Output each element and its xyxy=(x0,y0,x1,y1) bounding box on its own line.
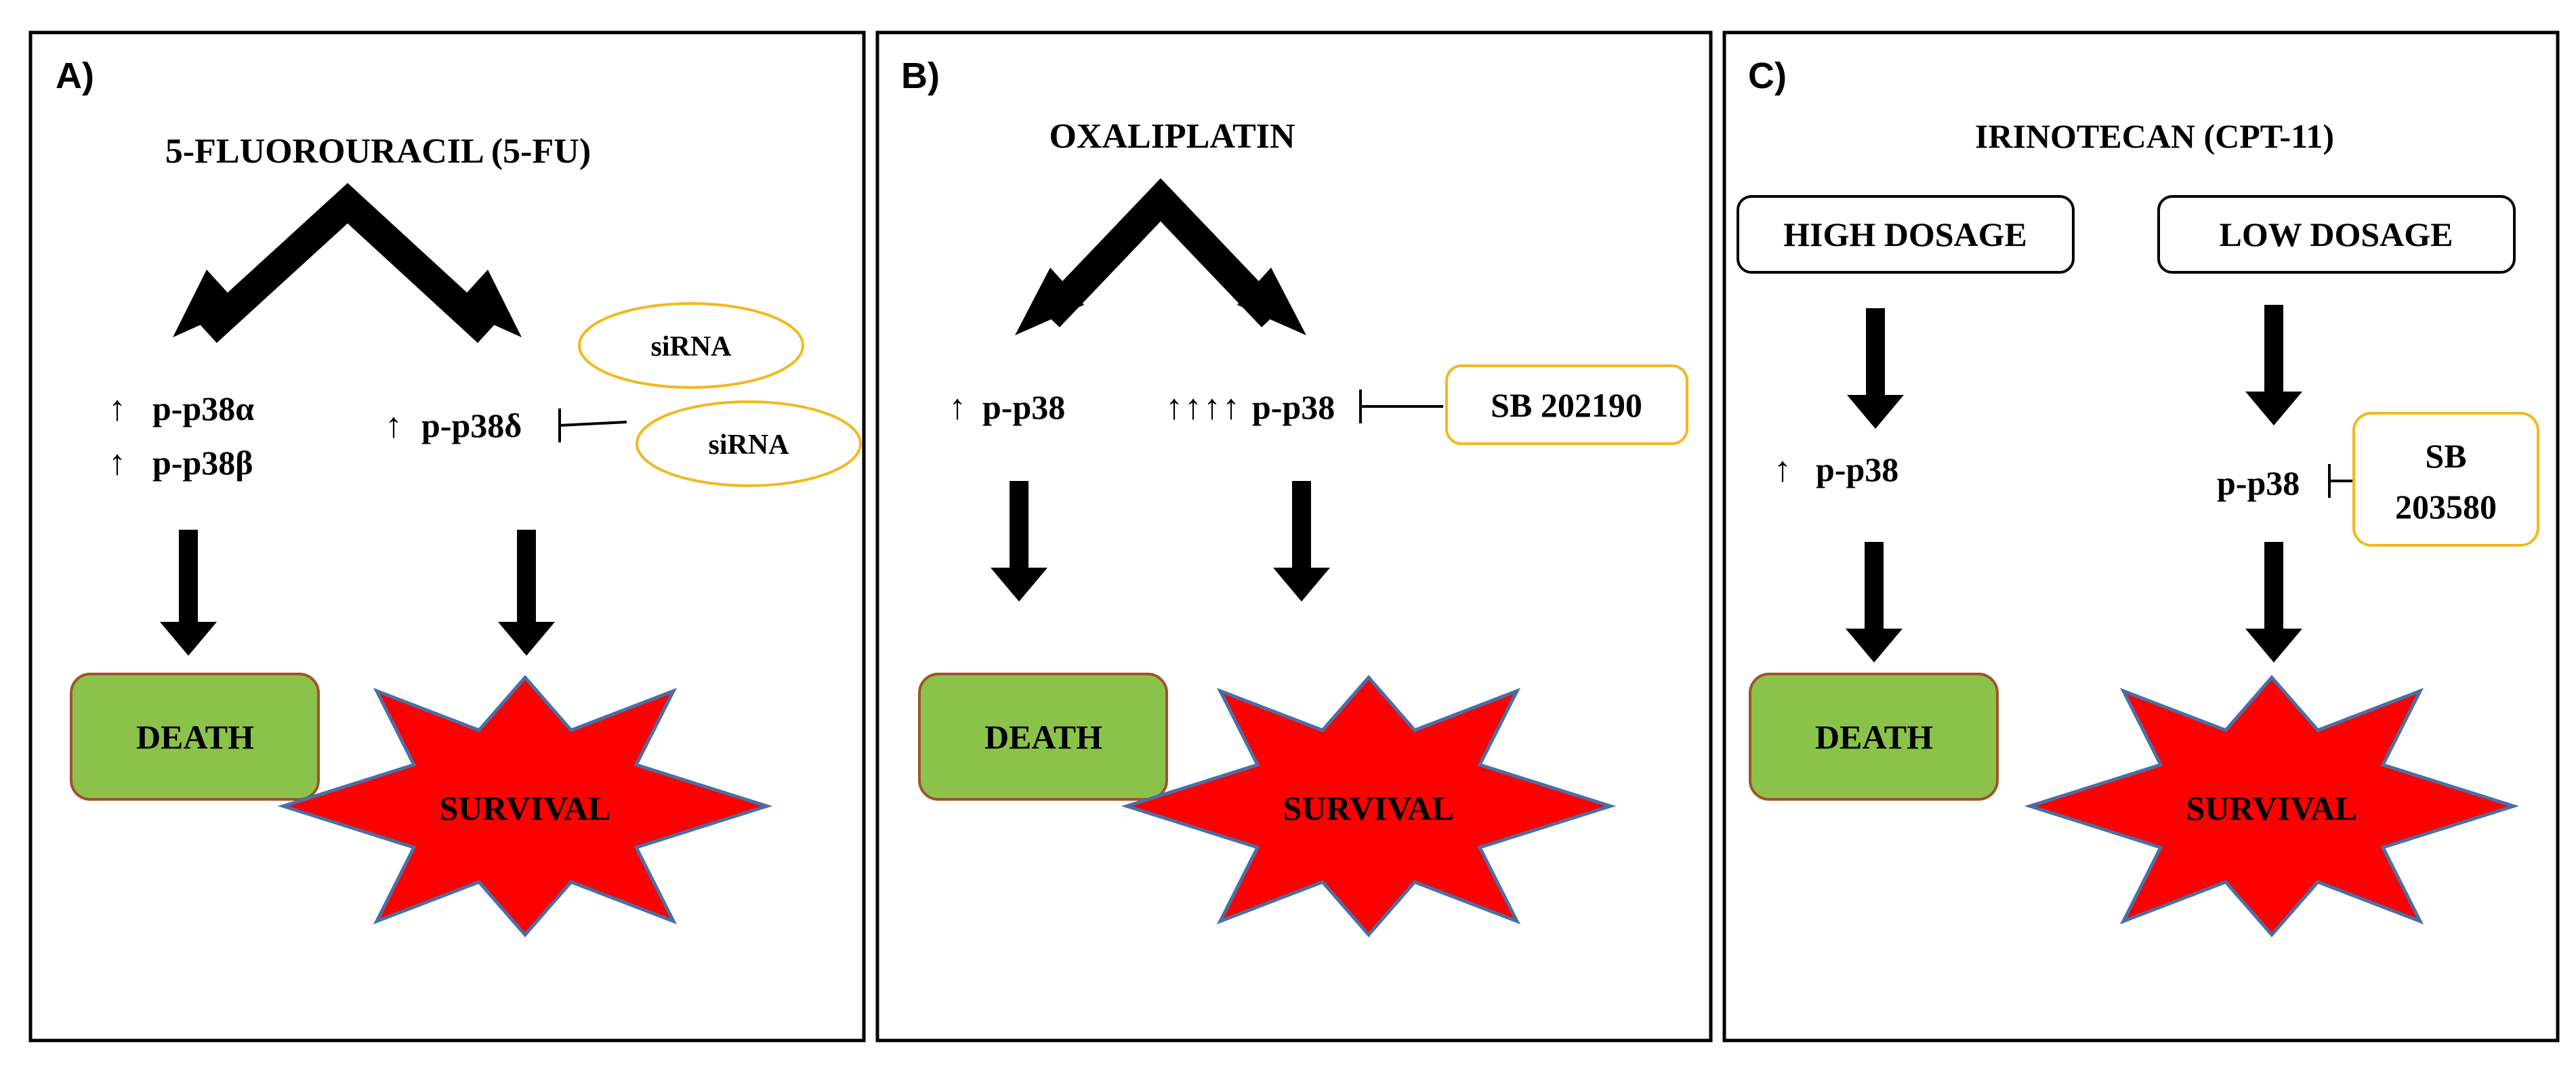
marker-p38-beta: p-p38β xyxy=(152,444,253,482)
marker-p38-right: p-p38 xyxy=(1252,388,1335,426)
split-arrow-left-head-icon xyxy=(173,270,241,337)
down-arrow-icon xyxy=(1847,395,1904,429)
survival-star xyxy=(2024,675,2520,938)
inhibitor-box xyxy=(1445,364,1688,445)
marker-p38-alpha: p-p38α xyxy=(152,390,254,427)
panel-b: B) OXALIPLATIN ↑ p-p38 ↑ ↑ ↑ ↑ p-p38 SB … xyxy=(875,30,1713,1043)
panel-b-label: B) xyxy=(901,56,940,96)
down-arrow-icon xyxy=(1846,629,1903,662)
down-arrow-shaft xyxy=(179,530,198,625)
down-arrow-icon xyxy=(498,622,555,656)
split-arrow-right-head-icon xyxy=(1237,268,1306,335)
death-box xyxy=(918,673,1168,801)
death-label: DEATH xyxy=(984,718,1102,756)
up-arrow-icon: ↑ xyxy=(1165,388,1183,427)
marker-p38-delta: p-p38δ xyxy=(421,406,522,444)
panel-b-border xyxy=(875,30,1713,1043)
high-dosage-box xyxy=(1737,195,2075,274)
split-arrow-right-head-icon xyxy=(454,270,522,337)
down-arrow-shaft xyxy=(1866,308,1885,398)
split-arrow-left-head-icon xyxy=(1015,268,1084,335)
up-arrow-icon: ↑ xyxy=(1184,388,1202,427)
low-dosage-box xyxy=(2157,195,2516,274)
panel-a-label: A) xyxy=(56,56,94,96)
up-arrow-icon: ↑ xyxy=(1222,388,1240,427)
up-arrow-icon: ↑ xyxy=(385,406,402,445)
down-arrow-shaft xyxy=(2264,542,2283,631)
down-arrow-shaft xyxy=(517,530,536,625)
sirna-ellipse-1 xyxy=(578,302,804,389)
split-arrow-shaft xyxy=(1038,178,1283,328)
up-arrow-icon: ↑ xyxy=(108,444,126,482)
death-label: DEATH xyxy=(1815,718,1933,756)
marker-p38-right: p-p38 xyxy=(2217,464,2300,502)
sirna-label-2: siRNA xyxy=(708,429,789,461)
survival-label: SURVIVAL xyxy=(2186,789,2358,827)
death-label: DEATH xyxy=(136,718,254,756)
panel-c-drug: IRINOTECAN (CPT-11) xyxy=(1975,117,2334,155)
up-arrow-icon: ↑ xyxy=(949,388,966,427)
panel-b-drug: OXALIPLATIN xyxy=(1049,117,1295,156)
down-arrow-shaft xyxy=(2264,305,2283,394)
up-arrow-icon: ↑ xyxy=(1774,450,1791,489)
down-arrow-icon xyxy=(160,622,217,656)
split-arrow-shaft xyxy=(196,183,498,343)
inhibitor-box xyxy=(2352,412,2539,547)
inhibitor-label: SB 202190 xyxy=(1491,386,1642,424)
marker-p38-left: p-p38 xyxy=(1816,450,1898,488)
down-arrow-shaft xyxy=(1292,481,1311,570)
death-box xyxy=(70,673,320,801)
panel-c: C) IRINOTECAN (CPT-11) HIGH DOSAGE LOW D… xyxy=(1722,30,2560,1043)
panel-c-label: C) xyxy=(1748,56,1787,96)
inhibitor-label-line2: 203580 xyxy=(2395,488,2497,526)
down-arrow-icon xyxy=(2245,629,2302,662)
up-arrow-icon: ↑ xyxy=(1203,388,1221,427)
marker-p38-left: p-p38 xyxy=(982,388,1065,426)
inhibitor-label-line1: SB xyxy=(2425,437,2466,475)
inhibit-line xyxy=(559,421,627,427)
low-dosage-label: LOW DOSAGE xyxy=(2220,215,2453,253)
sirna-ellipse-2 xyxy=(636,400,862,487)
up-arrow-icon: ↑ xyxy=(108,390,126,428)
death-box xyxy=(1749,673,1999,801)
survival-label: SURVIVAL xyxy=(1283,789,1455,827)
panel-a-border xyxy=(28,30,866,1043)
down-arrow-icon xyxy=(2245,392,2302,425)
high-dosage-label: HIGH DOSAGE xyxy=(1783,215,2027,253)
survival-star xyxy=(277,675,773,938)
down-arrow-icon xyxy=(991,568,1047,602)
down-arrow-shaft xyxy=(1010,481,1029,570)
survival-star xyxy=(1121,675,1617,938)
down-arrow-icon xyxy=(1273,568,1330,602)
panel-a-drug: 5-FLUOROURACIL (5-FU) xyxy=(165,132,591,171)
survival-label: SURVIVAL xyxy=(440,789,611,827)
panel-c-border xyxy=(1722,30,2560,1043)
sirna-label-1: siRNA xyxy=(650,331,732,362)
down-arrow-shaft xyxy=(1865,542,1884,631)
panel-a: A) 5-FLUOROURACIL (5-FU) siRNA siRNA ↑ p… xyxy=(28,30,866,1043)
